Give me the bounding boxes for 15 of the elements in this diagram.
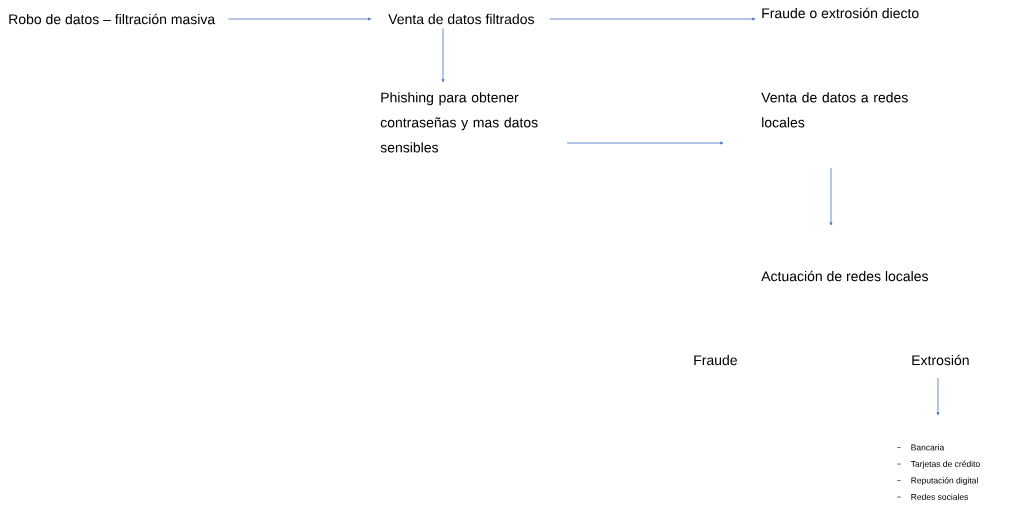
process-text: Venta de datos filtrados — [388, 13, 534, 25]
process-text: Robo de datos – filtración masiva — [9, 13, 216, 25]
arrow — [228, 17, 372, 21]
arrow — [566, 141, 724, 145]
arrow — [829, 167, 833, 226]
arrow — [441, 27, 445, 83]
process-text: Venta de datos a redes locales — [761, 92, 908, 128]
arrow — [936, 377, 940, 416]
process-text: Phishing para obtener contraseñas y mas datos sensibles — [380, 92, 538, 153]
process-text: Fraude — [694, 354, 737, 366]
arrow — [549, 17, 756, 21]
process-text: Actuación de redes locales — [761, 270, 928, 282]
bulleted-list: Bancaria Tarjetas de crédito Reputación digital Redes sociales — [896, 444, 980, 500]
process-text: Extrosión — [912, 354, 969, 366]
process-text: Fraude o extrosión diecto — [762, 7, 919, 19]
